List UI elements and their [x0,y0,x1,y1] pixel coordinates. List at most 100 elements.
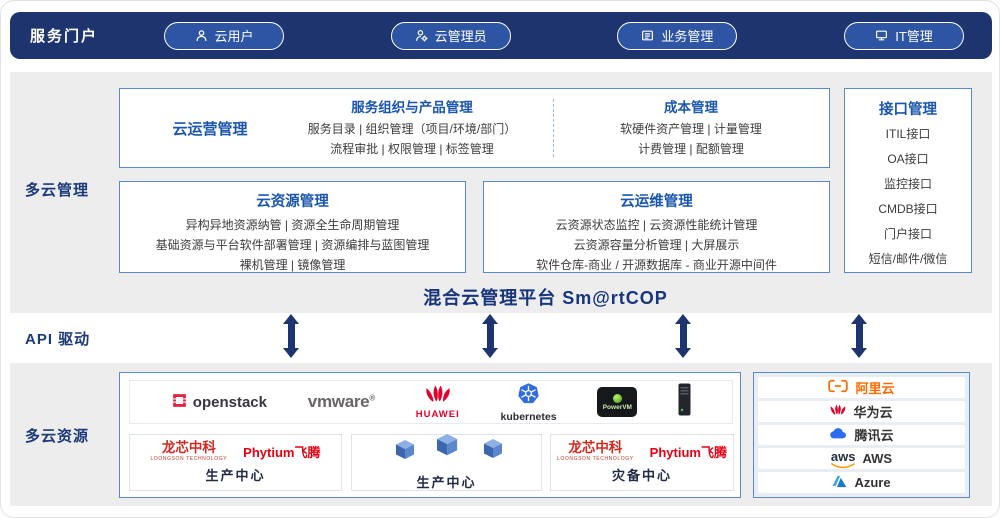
portal-button-label: 云用户 [214,29,254,44]
portal-button-it-mgmt[interactable]: IT管理 [843,21,964,50]
portal-button-cloud-admin[interactable]: 云管理员 [390,21,511,50]
feature-line: 云资源状态监控 | 云资源性能统计管理 [555,218,758,232]
business-doc-icon [641,29,654,42]
openstack-logo: openstack [171,392,267,413]
api-arrow [675,314,691,358]
platform-title: 混合云管理平台 Sm@rtCOP [423,288,668,308]
phytium-logo: Phytium飞腾 [649,445,727,460]
user-icon [195,29,208,42]
portal-button-label: 云管理员 [434,29,487,44]
cloud-label: 华为云 [853,404,893,420]
portal-button-label: IT管理 [895,29,933,44]
cloud-row-aws: aws AWS [758,448,965,470]
feature-line: 裸机管理 | 镜像管理 [239,258,346,272]
center-label: 生产中心 [416,475,477,490]
cloud-ops-title: 云运维管理 [620,194,693,210]
cloud-ops-box: 云运维管理 云资源状态监控 | 云资源性能统计管理 云资源容量分析管理 | 大屏… [483,181,830,273]
service-portal-bar: 服务门户 云用户 云管理员 业务管理 [10,12,992,59]
kubernetes-label: kubernetes [500,410,557,423]
cloud-row-tencent: 腾讯云 [758,424,965,446]
huawei-label: HUAWEI [415,408,460,420]
public-cloud-box: 阿里云 华为云 腾讯云 aws AWS Azure [753,372,970,498]
feature-line: 云资源容量分析管理 | 大屏展示 [573,238,740,252]
cloud-resource-box: 云资源管理 异构异地资源纳管 | 资源全生命周期管理 基础资源与平台软件部署管理… [119,181,466,273]
azure-icon [832,475,847,491]
production-center-2: 生产中心 [351,434,542,491]
interface-item: CMDB接口 [878,202,938,216]
chip-logos: 龙芯中科 LOONGSON TECHNOLOGY Phytium飞腾 [557,441,727,462]
interface-title: 接口管理 [879,102,937,118]
api-arrow [851,314,867,358]
server-tower-icon [678,383,691,421]
feature-line: 异构异地资源纳管 | 资源全生命周期管理 [185,218,400,232]
cubes-icon [382,434,512,469]
cloud-label: Azure [854,475,891,491]
admin-user-icon [415,29,428,42]
disaster-recovery-center: 龙芯中科 LOONGSON TECHNOLOGY Phytium飞腾 灾备中心 [550,434,734,491]
loongson-sub-label: LOONGSON TECHNOLOGY [557,455,634,462]
cloud-resource-title: 云资源管理 [256,194,329,210]
interface-box: 接口管理 ITIL接口 OA接口 监控接口 CMDB接口 门户接口 短信/邮件/… [844,88,972,273]
feature-line: 软件仓库-商业 / 开源数据库 - 商业开源中间件 [536,258,777,272]
feature-line: 流程审批 | 权限管理 | 标签管理 [330,142,494,156]
aws-wordmark: aws [830,448,856,464]
loongson-label: 龙芯中科 [161,440,216,456]
cost-title: 成本管理 [664,100,718,115]
phytium-logo: Phytium飞腾 [243,445,321,460]
vmware-label: vmware [307,392,370,411]
cloud-operation-title: 云运营管理 [172,120,248,138]
on-prem-resources-box: openstack vmware® HUAWEI kubernetes Powe… [119,372,741,498]
registered-mark: ® [369,393,375,403]
interface-item: 监控接口 [883,177,932,191]
powervm-logo: PowerVM [597,387,638,417]
kubernetes-helm-icon [517,382,540,410]
interface-item: 门户接口 [883,227,932,241]
interface-item: OA接口 [887,152,929,166]
api-band-label: API 驱动 [25,331,91,348]
alibaba-cloud-icon [828,379,849,396]
tencent-cloud-icon [829,427,847,443]
it-monitor-icon [875,29,888,42]
openstack-label: openstack [192,393,267,411]
resources-band-label: 多云资源 [25,428,90,445]
cloud-row-huawei: 华为云 [758,400,965,422]
huawei-petals-icon [425,385,451,408]
cloud-row-alibaba: 阿里云 [758,377,965,398]
powervm-orb-icon [612,393,622,403]
interface-item: ITIL接口 [885,127,931,141]
cost-group: 成本管理 软硬件资产管理 | 计量管理 计费管理 | 配额管理 [558,96,824,159]
portal-button-business-mgmt[interactable]: 业务管理 [617,21,738,50]
cloud-row-azure: Azure [758,472,965,493]
management-band-label: 多云管理 [25,182,90,199]
cloud-label: AWS [862,451,893,467]
powervm-label: PowerVM [602,403,632,411]
chip-logos: 龙芯中科 LOONGSON TECHNOLOGY Phytium飞腾 [151,441,321,462]
service-org-title: 服务组织与产品管理 [351,100,473,115]
service-org-group: 服务组织与产品管理 服务目录 | 组织管理（项目/环境/部门） 流程审批 | 权… [272,96,552,159]
dashed-divider [553,99,554,157]
feature-line: 基础资源与平台软件部署管理 | 资源编排与蓝图管理 [155,238,430,252]
cloud-label: 腾讯云 [854,428,894,444]
vendor-logo-row: openstack vmware® HUAWEI kubernetes Powe… [129,380,733,424]
interface-item: 短信/邮件/微信 [868,252,948,266]
openstack-icon [171,392,188,413]
portal-button-label: 业务管理 [661,29,714,44]
center-label: 生产中心 [205,467,266,483]
center-label: 灾备中心 [611,467,672,483]
loongson-sub-label: LOONGSON TECHNOLOGY [150,455,228,462]
loongson-logo: 龙芯中科 LOONGSON TECHNOLOGY [557,441,634,462]
loongson-logo: 龙芯中科 LOONGSON TECHNOLOGY [151,441,228,462]
api-arrow [283,314,299,358]
portal-label: 服务门户 [30,28,99,45]
huawei-logo: HUAWEI [416,385,460,420]
portal-button-cloud-user[interactable]: 云用户 [164,21,285,50]
cloud-operation-box: 云运营管理 服务组织与产品管理 服务目录 | 组织管理（项目/环境/部门） 流程… [119,88,830,168]
cloud-label: 阿里云 [855,380,895,396]
huawei-petals-icon [830,404,846,419]
production-center-1: 龙芯中科 LOONGSON TECHNOLOGY Phytium飞腾 生产中心 [129,434,342,491]
vmware-logo: vmware® [308,392,375,412]
aws-logo: aws [830,448,856,469]
api-arrow [482,314,498,358]
feature-line: 软硬件资产管理 | 计量管理 [620,122,762,136]
